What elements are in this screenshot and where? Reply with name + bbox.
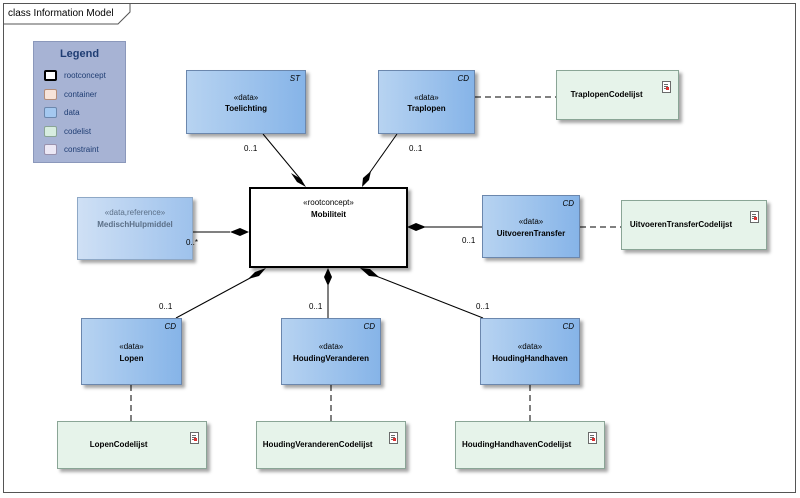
codelist-uitvoeren-transfer[interactable]: UitvoerenTransferCodelijst [621, 200, 767, 250]
multiplicity-uitvoeren: 0..1 [462, 236, 476, 245]
multiplicity-houding-handhaven: 0..1 [476, 302, 490, 311]
frame-tab [3, 3, 131, 25]
class-medisch-hulpmiddel[interactable]: «data,reference» MedischHulpmiddel [77, 197, 193, 260]
class-stereotype: «data» [517, 342, 543, 351]
multiplicity-medisch: 0..* [186, 238, 199, 247]
multiplicity-toelichting: 0..1 [244, 144, 258, 153]
class-name: HoudingVeranderen [292, 354, 369, 363]
class-stereotype: «data» [318, 342, 344, 351]
codelist-name: HoudingHandhavenCodelijst [462, 440, 572, 449]
class-tag: ST [289, 74, 300, 83]
aggregation-diamond-lopen [248, 268, 266, 279]
class-toelichting[interactable]: ST «data» Toelichting [186, 70, 306, 134]
class-stereotype: «data» [414, 93, 439, 102]
legend-swatch [44, 126, 57, 137]
legend-label: constraint [64, 145, 99, 154]
diagram-frame [3, 3, 796, 493]
class-stereotype: «data» [518, 217, 544, 226]
class-traplopen[interactable]: CD «data» Traplopen [378, 70, 475, 134]
document-icon [662, 81, 671, 93]
legend-label: container [64, 90, 97, 99]
codelist-lopen[interactable]: LopenCodelijst [57, 421, 207, 469]
aggregation-diamond-uitvoeren [407, 223, 426, 231]
class-houding-handhaven[interactable]: CD «data» HoudingHandhaven [480, 318, 580, 385]
legend-label: rootconcept [64, 71, 106, 80]
legend-item-codelist: codelist [44, 126, 124, 140]
class-uitvoeren-transfer[interactable]: CD «data» UitvoerenTransfer [482, 195, 580, 258]
class-mobiliteit[interactable]: «rootconcept» Mobiliteit [249, 187, 408, 268]
class-lopen[interactable]: CD «data» Lopen [81, 318, 182, 385]
class-name: Lopen [119, 354, 144, 363]
frame-title: class Information Model [8, 8, 114, 19]
codelist-traplopen[interactable]: TraplopenCodelijst [556, 70, 679, 120]
class-tag: CD [562, 322, 574, 331]
multiplicity-traplopen: 0..1 [409, 144, 423, 153]
class-tag: CD [363, 322, 375, 331]
aggregation-diamond-medisch [230, 228, 249, 236]
codelist-name: HoudingVeranderenCodelijst [262, 440, 373, 449]
class-name: MedischHulpmiddel [97, 220, 173, 229]
multiplicity-houding-veranderen: 0..1 [309, 302, 323, 311]
legend-swatch [44, 70, 57, 81]
class-stereotype: «data» [119, 342, 144, 351]
class-tag: CD [164, 322, 176, 331]
document-icon [750, 211, 759, 223]
class-name: HoudingHandhaven [492, 354, 568, 363]
class-name: Mobiliteit [310, 210, 347, 219]
legend-title: Legend [59, 48, 100, 60]
legend: Legend rootconcept container data codeli… [33, 41, 126, 163]
legend-label: data [64, 108, 80, 117]
legend-swatch [44, 89, 57, 100]
legend-label: codelist [64, 127, 92, 136]
class-name: Toelichting [224, 104, 268, 113]
aggregation-diamond-houding-handhaven [360, 268, 379, 277]
codelist-houding-handhaven[interactable]: HoudingHandhavenCodelijst [455, 421, 605, 469]
legend-item-constraint: constraint [44, 144, 124, 158]
document-icon [190, 432, 199, 444]
document-icon [389, 432, 398, 444]
aggregation-diamond-toelichting [291, 173, 306, 187]
class-name: Traplopen [407, 104, 446, 113]
class-tag: CD [457, 74, 469, 83]
codelist-name: TraplopenCodelijst [570, 90, 643, 99]
class-tag: CD [562, 199, 574, 208]
legend-item-data: data [44, 107, 124, 121]
class-stereotype: «data» [233, 93, 259, 102]
legend-swatch [44, 144, 57, 155]
multiplicity-lopen: 0..1 [159, 302, 173, 311]
codelist-name: LopenCodelijst [89, 440, 148, 449]
class-stereotype: «data,reference» [104, 208, 166, 217]
legend-item-rootconcept: rootconcept [44, 70, 124, 84]
aggregation-diamond-traplopen [362, 171, 371, 187]
class-houding-veranderen[interactable]: CD «data» HoudingVeranderen [281, 318, 381, 385]
class-name: UitvoerenTransfer [496, 229, 566, 238]
legend-item-container: container [44, 89, 124, 103]
class-stereotype: «rootconcept» [303, 198, 354, 207]
document-icon [588, 432, 597, 444]
codelist-houding-veranderen[interactable]: HoudingVeranderenCodelijst [256, 421, 406, 469]
aggregation-diamond-houding-veranderen [324, 268, 332, 286]
legend-swatch [44, 107, 57, 118]
codelist-name: UitvoerenTransferCodelijst [629, 220, 733, 229]
